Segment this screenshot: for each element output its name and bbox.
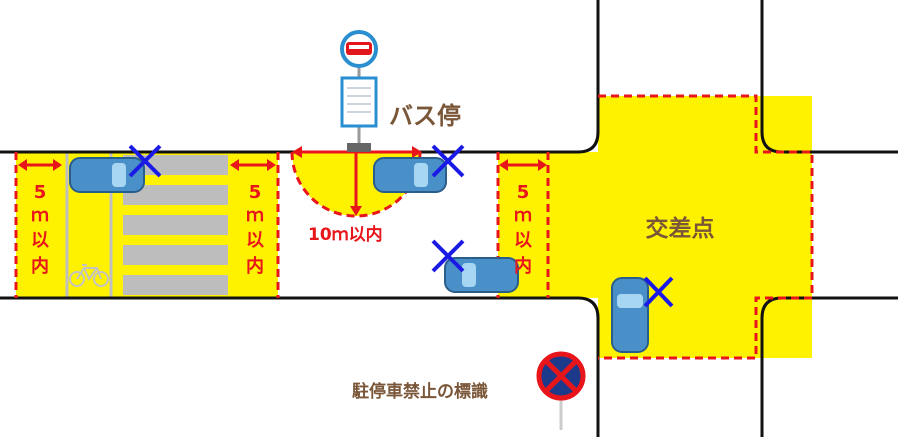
no-parking-sign-icon: [536, 351, 586, 430]
car: [373, 157, 447, 193]
five-m-label: ｍ: [514, 205, 532, 226]
five-m-label: 内: [246, 255, 264, 277]
five-m-label: 内: [31, 255, 49, 277]
car: [611, 277, 649, 353]
five-m-label: 5: [517, 182, 530, 203]
prohibited-x-icon: [128, 144, 674, 308]
bicycle-icon: [69, 264, 109, 287]
no-parking-sign-label: 駐停車禁止の標識: [352, 381, 488, 402]
five-m-label: 以: [31, 230, 49, 251]
car: [69, 157, 145, 193]
bus-stop-label: バス停: [389, 102, 461, 130]
five-m-label: 以: [246, 230, 264, 251]
five-m-label: ｍ: [31, 205, 49, 226]
crosswalk: [123, 155, 228, 295]
radius-label: 10ｍ以内: [308, 224, 383, 245]
car: [444, 257, 519, 293]
five-m-label: ｍ: [246, 205, 264, 226]
five-m-label: 5: [249, 182, 262, 203]
intersection-label: 交差点: [646, 215, 715, 242]
bus-stop-sign: [340, 30, 378, 152]
five-m-label: 5: [34, 182, 47, 203]
five-m-label: 以: [514, 230, 532, 251]
five-m-label: 内: [514, 255, 532, 277]
